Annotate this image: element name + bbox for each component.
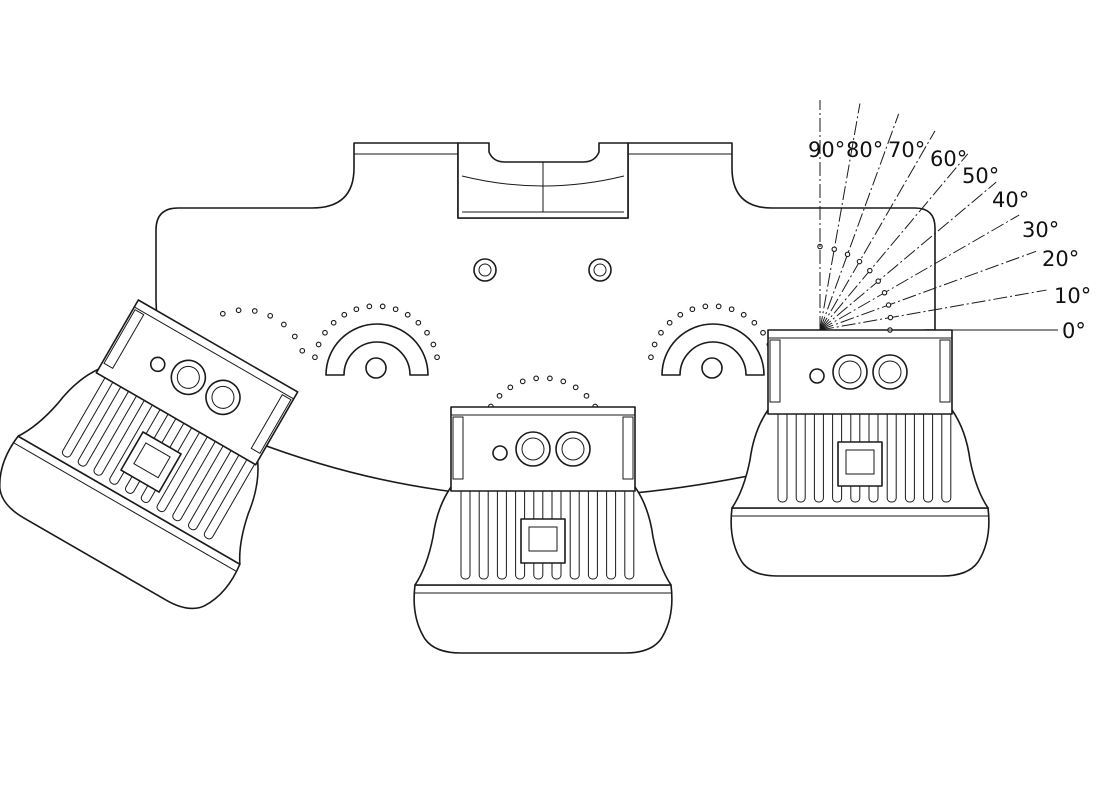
- angle-label: 0°: [1062, 319, 1086, 343]
- angle-label: 30°: [1022, 218, 1059, 242]
- detent-dot: [434, 354, 440, 361]
- angle-label: 40°: [992, 188, 1029, 212]
- lamp-lens: [413, 584, 673, 654]
- pivot-hole: [701, 357, 723, 379]
- angle-ray: [819, 289, 1047, 331]
- adjustment-slot-left: [325, 323, 429, 376]
- adjustment-bolt: [515, 431, 551, 467]
- detent-dot: [267, 312, 274, 319]
- adjustment-bolt: [205, 379, 241, 416]
- adjustment-bolt: [872, 354, 908, 390]
- angle-label: 90°: [808, 138, 845, 162]
- angle-ray: [819, 181, 997, 331]
- detent-dot: [702, 303, 709, 310]
- angle-ray: [819, 113, 900, 331]
- detent-dot: [666, 319, 673, 326]
- detent-dot: [844, 251, 851, 258]
- detent-dot: [281, 321, 287, 328]
- pivot-screw: [492, 445, 508, 461]
- angle-ray: [819, 214, 1020, 331]
- detent-dot: [533, 375, 539, 382]
- detent-dot: [875, 278, 881, 284]
- angle-ray: [819, 250, 1037, 331]
- lamp-body: [767, 329, 953, 415]
- detent-dot: [519, 378, 526, 385]
- detent-dot: [430, 341, 437, 348]
- angle-label: 20°: [1042, 247, 1079, 271]
- detent-dot: [496, 392, 503, 399]
- angle-label: 80°: [846, 138, 883, 162]
- detent-dot: [322, 329, 328, 336]
- pivot-screw: [149, 356, 166, 373]
- detent-dot: [881, 289, 888, 296]
- detent-dot: [658, 329, 664, 336]
- detent-dot: [404, 311, 411, 318]
- detent-dot: [424, 329, 430, 336]
- detent-dot: [689, 306, 696, 313]
- detent-dot: [315, 341, 322, 348]
- detent-dot: [312, 354, 318, 361]
- detent-dot: [648, 354, 654, 361]
- lamp-connector: [120, 431, 182, 493]
- detent-dot: [330, 319, 337, 326]
- detent-dot: [547, 375, 553, 382]
- detent-dot: [219, 310, 226, 317]
- detent-dot: [740, 311, 747, 318]
- detent-dot: [353, 306, 360, 313]
- adjustment-bolt: [170, 359, 207, 396]
- lamp-body: [95, 299, 299, 466]
- lamp-body: [450, 406, 636, 492]
- lamp-connector: [520, 518, 566, 564]
- detent-dot: [887, 314, 894, 321]
- detent-dot: [651, 341, 658, 348]
- detent-dot: [677, 311, 684, 318]
- detent-dot: [728, 306, 735, 313]
- detent-dot: [715, 303, 722, 310]
- angle-label: 50°: [962, 164, 999, 188]
- adjustment-slot-right: [661, 323, 765, 376]
- detent-dot: [583, 392, 590, 399]
- angle-ray: [819, 130, 936, 331]
- detent-dot: [392, 306, 399, 313]
- angle-label: 70°: [888, 138, 925, 162]
- left-lamp: [0, 299, 299, 610]
- adjustment-bolt: [832, 354, 868, 390]
- right-lamp: [730, 329, 990, 577]
- detent-dot: [867, 267, 873, 274]
- detent-dot: [366, 303, 373, 310]
- detent-dot: [341, 311, 348, 318]
- detent-dot: [415, 319, 422, 326]
- detent-dot: [856, 258, 863, 265]
- lamp-lens: [730, 507, 990, 577]
- adjustment-bolt: [555, 431, 591, 467]
- mounting-hole: [473, 258, 497, 282]
- detent-dot: [572, 384, 579, 391]
- detent-dot: [831, 246, 837, 252]
- detent-dot: [291, 333, 298, 340]
- detent-dot: [760, 329, 766, 336]
- center-clip: [457, 142, 629, 219]
- angle-label: 10°: [1054, 284, 1091, 308]
- pivot-screw: [809, 368, 825, 384]
- detent-dot: [299, 347, 306, 354]
- center-lamp: [413, 406, 673, 654]
- detent-dot: [751, 319, 758, 326]
- detent-dot: [251, 308, 258, 314]
- detent-dot: [235, 307, 242, 314]
- lamp-connector: [837, 441, 883, 487]
- detent-dot: [885, 302, 892, 308]
- angle-ray: [819, 103, 861, 331]
- angle-ray: [819, 153, 969, 331]
- angle-protractor: 0° 10° 20° 30° 40°50°60°70°80°90°: [808, 100, 1091, 343]
- detent-dot: [379, 303, 386, 310]
- detent-dot: [560, 378, 567, 385]
- detent-dot: [507, 384, 514, 391]
- angle-label: 60°: [930, 147, 967, 171]
- lamp-lens: [0, 435, 241, 610]
- mounting-hole: [588, 258, 612, 282]
- pivot-hole: [365, 357, 387, 379]
